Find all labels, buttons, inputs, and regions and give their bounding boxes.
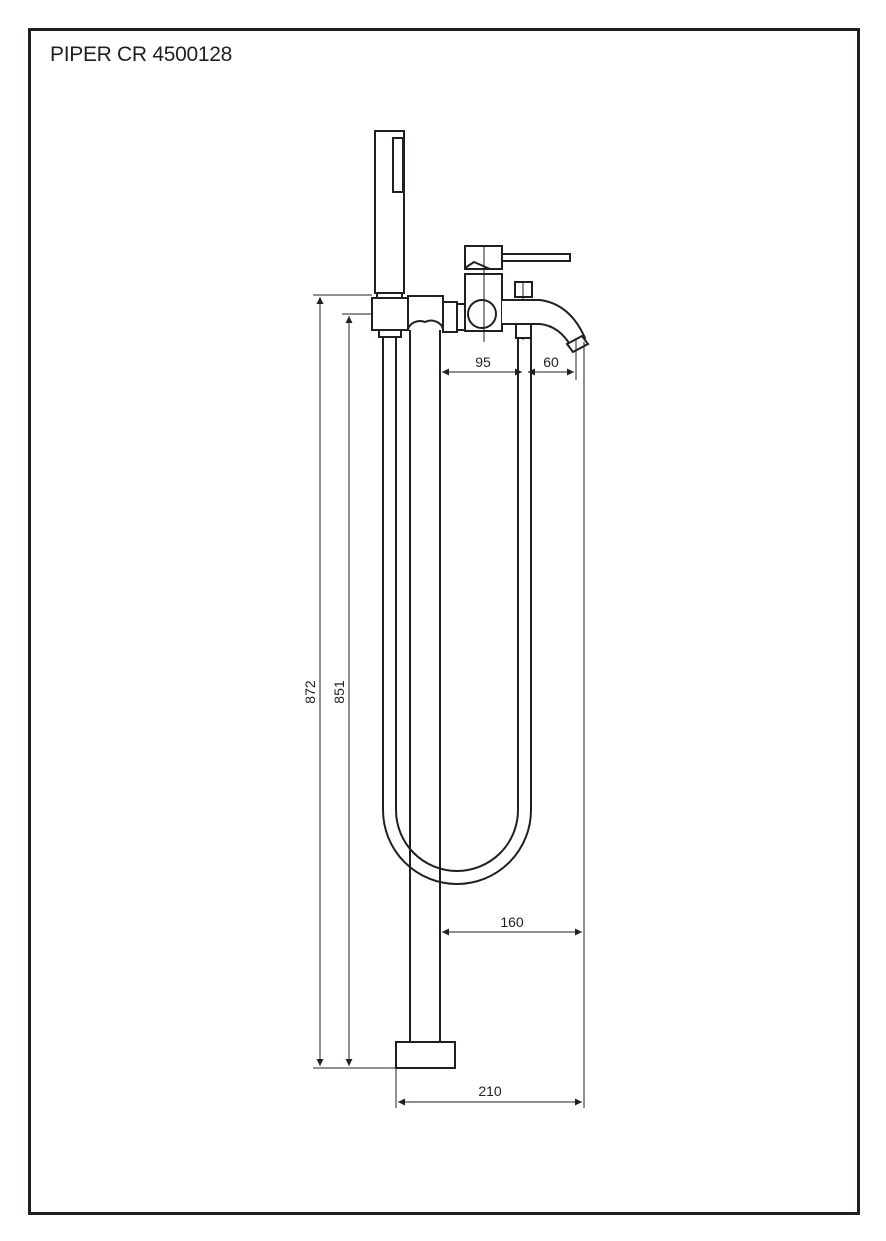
shower-holder (371, 297, 409, 338)
dim-spout-height: 851 (331, 680, 347, 704)
dimension-labels: 872 851 95 60 160 210 (302, 354, 559, 1099)
dim-spout-tip: 60 (543, 354, 559, 370)
shower-hose (382, 337, 532, 885)
product-title: PIPER CR 4500128 (50, 43, 232, 66)
connection-nut (442, 301, 467, 333)
dim-base-reach: 210 (478, 1083, 502, 1099)
main-column (407, 295, 444, 1042)
dim-spout-reach: 160 (500, 914, 524, 930)
spout (502, 281, 590, 354)
drawing-frame (28, 28, 860, 1215)
dimension-lines (313, 294, 585, 1108)
mixer-body (464, 245, 571, 342)
dim-total-height: 872 (302, 680, 318, 704)
hand-shower (374, 130, 405, 299)
dim-spout-offset: 95 (475, 354, 491, 370)
floor-base (395, 1041, 456, 1069)
